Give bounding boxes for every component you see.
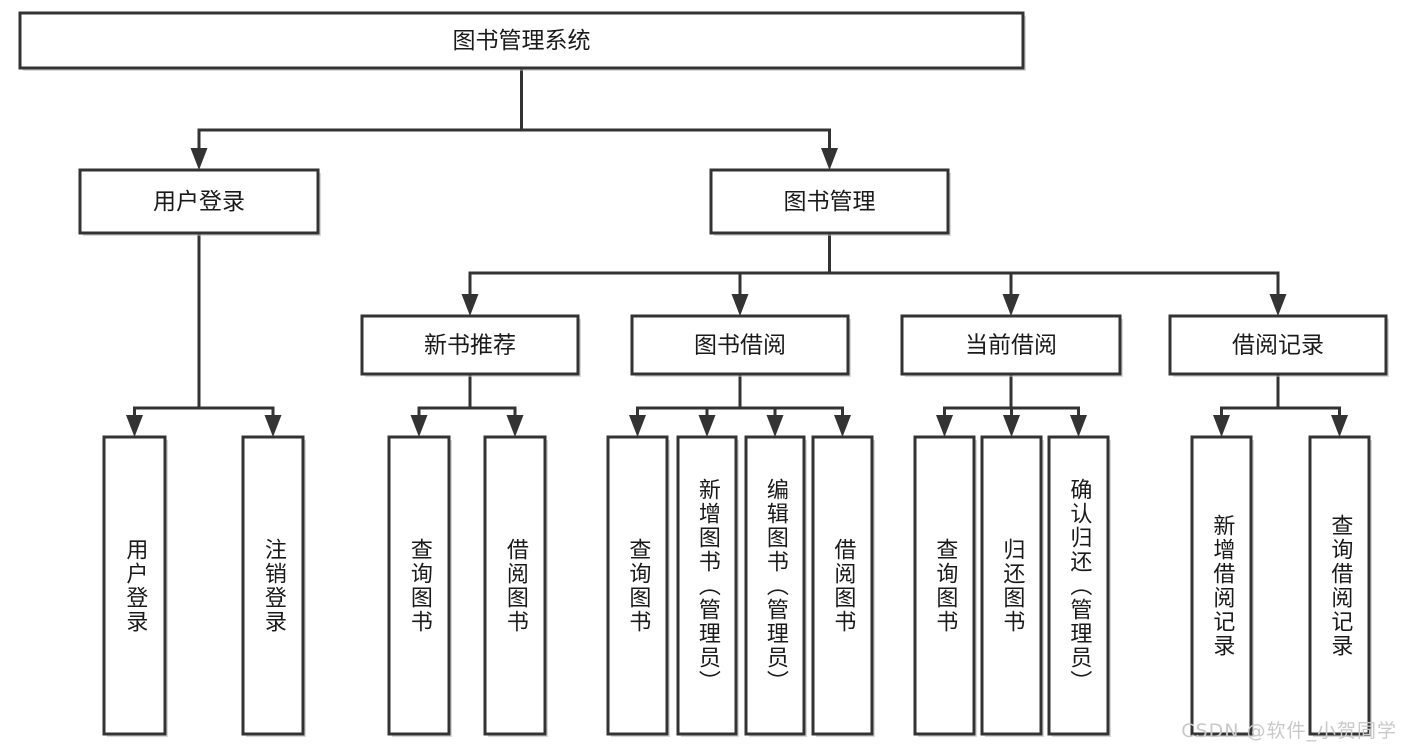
node-leaf-add-record[interactable] <box>1190 435 1253 736</box>
connector-branch-arrowhead <box>731 294 749 316</box>
box-layer <box>18 11 1389 737</box>
node-leaf-query-record[interactable] <box>1308 435 1371 736</box>
node-leaf-user-login[interactable] <box>102 435 167 736</box>
connector-branch-arrowhead <box>834 415 851 437</box>
connector-branch-arrowhead <box>821 148 838 170</box>
node-leaf-edit-book[interactable] <box>744 435 806 736</box>
connector-branch-arrowhead <box>264 415 282 437</box>
node-current-borrow[interactable] <box>900 314 1122 376</box>
node-leaf-query-book-1[interactable] <box>387 435 451 736</box>
node-leaf-logout[interactable] <box>241 435 305 736</box>
node-new-book-rec[interactable] <box>360 314 580 376</box>
node-leaf-borrow-book-2[interactable] <box>811 435 874 736</box>
connector-branch-arrowhead <box>1070 415 1087 437</box>
node-new-book-rec-label: 新书推荐 <box>424 333 516 359</box>
connector-branch-arrowhead <box>126 415 143 437</box>
connector-branch-arrowhead <box>190 148 208 170</box>
node-leaf-add-book[interactable] <box>676 435 738 736</box>
connector-branch-arrowhead <box>766 415 784 437</box>
node-root[interactable] <box>18 11 1025 70</box>
connector-branch-arrowhead <box>1003 415 1020 437</box>
node-book-borrow-label: 图书借阅 <box>694 333 786 359</box>
node-current-borrow-label: 当前借阅 <box>965 333 1057 359</box>
node-borrow-record-label: 借阅记录 <box>1232 333 1324 359</box>
connector-branch-arrowhead <box>506 415 524 437</box>
node-user-login-label: 用户登录 <box>153 189 245 215</box>
connector-branch-arrowhead <box>1213 415 1230 437</box>
connector-layer <box>126 66 1348 437</box>
connector-branch-arrowhead <box>410 415 428 437</box>
node-book-manage-label: 图书管理 <box>784 189 876 215</box>
connector-branch-arrowhead <box>1269 294 1287 316</box>
connector-branch-arrowhead <box>1331 415 1348 437</box>
connector-branch-arrowhead <box>461 294 479 316</box>
node-leaf-query-book-3[interactable] <box>913 435 976 736</box>
node-leaf-borrow-book-1[interactable] <box>483 435 547 736</box>
node-book-manage[interactable] <box>709 168 950 235</box>
connector-branch-arrowhead <box>629 415 646 437</box>
connector-branch-arrowhead <box>1002 294 1020 316</box>
node-book-borrow[interactable] <box>630 314 850 376</box>
node-leaf-query-book-2[interactable] <box>606 435 669 736</box>
node-user-login[interactable] <box>78 168 320 235</box>
connector-branch-arrowhead <box>936 415 953 437</box>
node-leaf-confirm-return[interactable] <box>1047 435 1110 736</box>
node-leaf-return-book[interactable] <box>980 435 1043 736</box>
node-root-label: 图书管理系统 <box>453 28 591 54</box>
connector-branch-arrowhead <box>698 415 716 437</box>
watermark: CSDN @软件_小贺同学 <box>1181 720 1397 742</box>
node-borrow-record[interactable] <box>1168 314 1388 376</box>
